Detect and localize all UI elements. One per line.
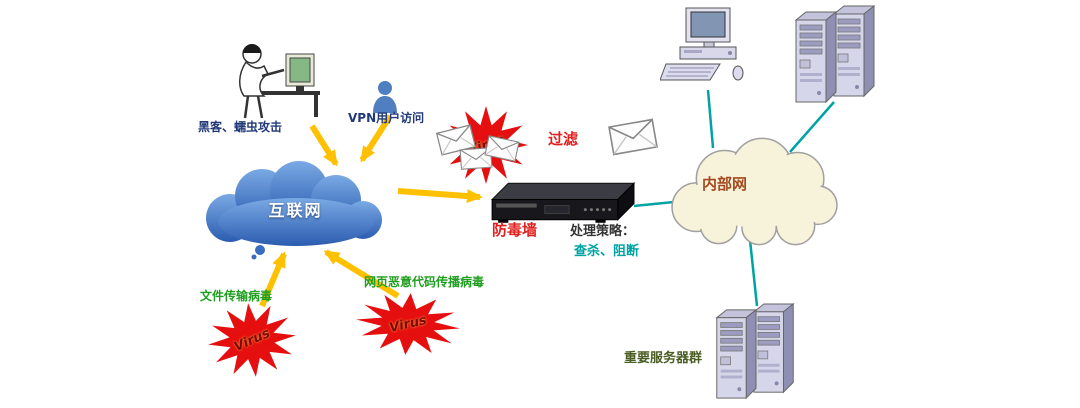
internet-cloud-icon: 互联网: [198, 156, 393, 261]
server-tower-icon: [792, 4, 880, 106]
server-group-icon: [712, 302, 800, 402]
link-intranet-to-servers-top: [789, 101, 835, 153]
link-intranet-to-desktop: [706, 89, 715, 149]
arrow-internet-to-firewall: [397, 188, 483, 204]
web-virus-label: 网页恶意代码传播病毒: [364, 275, 485, 289]
firewall-icon: [484, 172, 636, 230]
file-virus-label: 文件传输病毒: [200, 289, 273, 303]
arrow-vpn-to-internet: [359, 114, 393, 163]
filter-label: 过滤: [548, 130, 579, 148]
arrow-filevirus-to-internet: [259, 251, 287, 308]
virus-burst-mid-icon: Virus: [353, 288, 463, 360]
arrow-webvirus-to-internet: [323, 249, 400, 299]
intranet-label: 内部网: [702, 175, 748, 193]
vpn-label: VPN用户访问: [348, 111, 425, 125]
hacker-icon: [228, 40, 323, 125]
strategy-actions: 查杀、阻断: [574, 244, 640, 259]
vpn-user-icon: [372, 80, 398, 114]
strategy-title: 处理策略：: [570, 224, 636, 239]
desktop-computer-icon: [660, 6, 755, 91]
internet-label: 互联网: [268, 200, 323, 220]
link-intranet-to-servers-bottom: [748, 239, 759, 307]
servers-label: 重要服务器群: [624, 351, 703, 366]
firewall-label: 防毒墙: [492, 221, 538, 239]
virus-burst-left-icon: Virus: [204, 298, 300, 382]
intranet-cloud-icon: [666, 136, 838, 246]
arrow-hacker-to-internet: [309, 124, 339, 167]
hacker-label: 黑客、蠕虫攻击: [198, 120, 283, 134]
